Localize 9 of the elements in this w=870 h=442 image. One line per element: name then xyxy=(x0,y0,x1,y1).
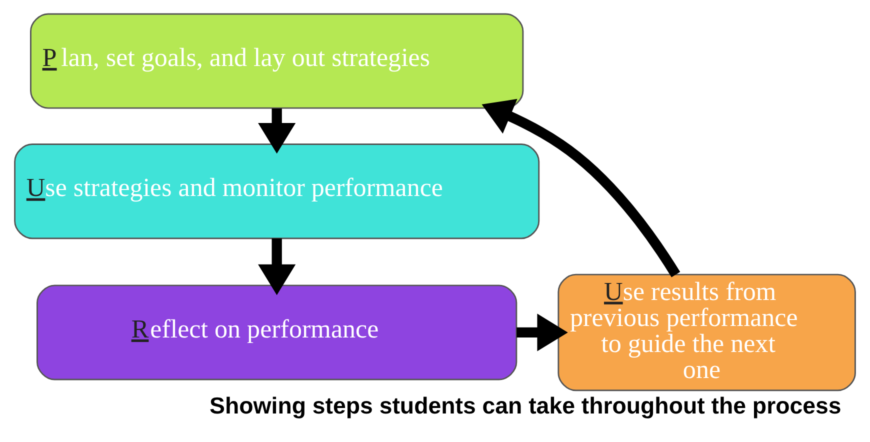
arrow xyxy=(258,238,296,296)
node-box: Use results from previous performance to guide the next one xyxy=(558,274,856,392)
arrow xyxy=(482,98,680,278)
node-box: Plan, set goals, and lay out strategies xyxy=(30,13,524,109)
node-box: Use strategies and monitor performance xyxy=(14,144,540,240)
node-box: Reflect on performance xyxy=(36,284,518,380)
arrow xyxy=(516,314,568,352)
arrow xyxy=(258,108,296,154)
caption: Showing steps students can take throughout the process xyxy=(210,392,842,418)
